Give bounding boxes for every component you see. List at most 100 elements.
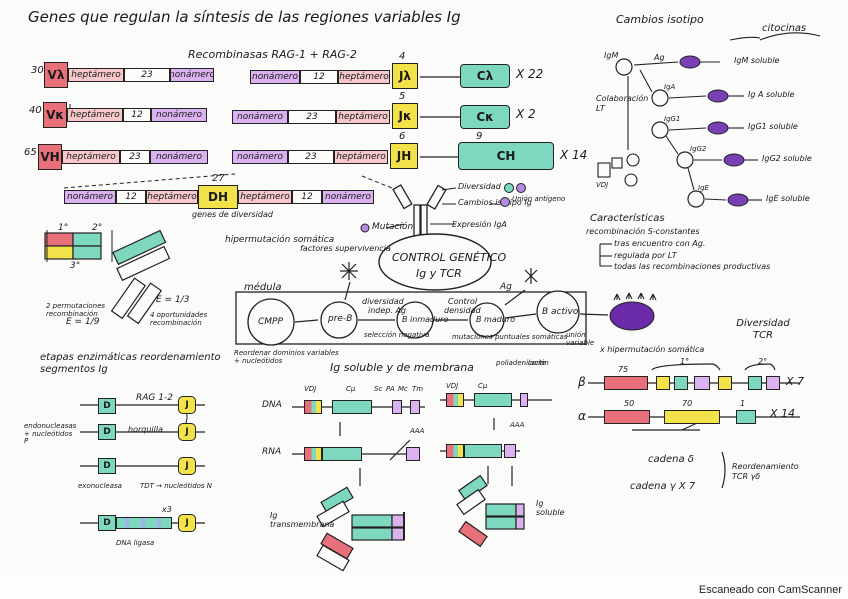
mc-exon [520, 393, 528, 407]
caracteristica-2: regulada por LT [614, 251, 677, 260]
nonamer-segment: nonámero [170, 68, 214, 82]
v-heavy-count: 65 [24, 147, 37, 158]
tcr-beta-label: β [578, 375, 586, 389]
medula-label: médula [244, 282, 282, 293]
ag-label: Ag [654, 53, 665, 62]
j-kappa-count: 5 [399, 91, 406, 102]
cu-label-2: Cμ [478, 382, 488, 390]
cu-label: Cμ [346, 385, 356, 393]
d-caption: genes de diversidad [192, 210, 273, 219]
ig-membrana-label: Ig transmembrana [270, 511, 335, 529]
spacer-segment: 12 [292, 190, 322, 204]
expresion-label: Expresión IgA [452, 220, 507, 229]
cambios-label: Cambios isotipo Ig [458, 198, 532, 207]
scanner-watermark: Escaneado con CamScanner [698, 584, 842, 596]
j-segment: J [178, 514, 196, 532]
heptamer-segment: heptámero [336, 110, 390, 124]
junction-segment [116, 517, 172, 529]
antigen-dot-icon [500, 197, 510, 207]
v-kappa-count: 40 [29, 105, 42, 116]
iga-soluble-label: Ig A soluble [748, 90, 795, 99]
d-heavy-segment: DH [198, 185, 238, 209]
tcr-beta-v [604, 376, 648, 390]
vdj-label-2: VDJ [446, 382, 459, 390]
d-segment: D [98, 458, 116, 474]
flow-diversidad: diversidad [362, 297, 404, 306]
b-inmaduro-label: B inmaduro [402, 315, 449, 324]
tcr-beta-j1 [674, 376, 688, 390]
c-heavy-count: 9 [476, 131, 483, 142]
corte-label: corte [528, 359, 547, 367]
c-kappa-segment: Cκ [460, 105, 510, 129]
permutaciones-label: 2 permutaciones recombinación [46, 302, 106, 318]
rna-label: RNA [262, 447, 282, 457]
tcr-1-label: 1 [740, 399, 746, 408]
dna-label: DNA [262, 400, 282, 410]
mc-rna-exon [504, 444, 516, 458]
factores-label: factores supervivencia [300, 244, 391, 253]
tcr-beta-d1 [656, 376, 670, 390]
nonamer-segment: nonámero [151, 108, 207, 122]
endonuclease-label: endonucleasas + nucleótidos P [24, 422, 77, 446]
b-maduro-label: B maduro [476, 315, 516, 324]
exon-3-label: 3° [70, 261, 81, 271]
vdj-rna-exon [304, 447, 322, 461]
spacer-segment: 12 [123, 108, 151, 122]
rag-label: RAG 1-2 [136, 393, 173, 403]
igg2-soluble-label: IgG2 soluble [762, 154, 812, 163]
tm-exon [410, 400, 420, 414]
flow-union: unión variable [566, 331, 595, 347]
c-lambda-segment: Cλ [460, 64, 510, 88]
tm-rna-exon [406, 447, 420, 461]
tcr-alpha-c [736, 410, 756, 424]
d-segment: D [98, 398, 116, 414]
notebook-sheet: Genes que regulan la síntesis de las reg… [24, 8, 821, 572]
tcr-alpha-v [604, 410, 650, 424]
c-heavy-segment: CH [458, 142, 554, 170]
flow-ag: Ag [500, 282, 512, 292]
spacer-segment: 23 [288, 150, 334, 164]
pre-b-cell-label: pre-B [328, 314, 353, 324]
spacer-segment: 12 [300, 70, 338, 84]
caracteristica-1: tras encuentro con Ag. [614, 239, 706, 248]
tcr-beta-d2 [718, 376, 732, 390]
horquilla-label: horquilla [128, 425, 163, 434]
control-line2: Ig y TCR [416, 267, 462, 280]
j-lambda-segment: Jλ [392, 63, 418, 89]
d-segment: D [98, 515, 116, 531]
tcr-alpha-label: α [578, 409, 586, 423]
vdj-lt-label: VDJ [596, 181, 609, 189]
caracteristicas-title: Características [590, 213, 665, 224]
nonamer-segment: nonámero [64, 190, 116, 204]
j-kappa-segment: Jκ [392, 103, 418, 129]
heptamer-segment: heptámero [67, 108, 123, 122]
tcr-reord-label: Reordenamiento TCR γδ [732, 462, 799, 481]
flow-indep: indep. Ag [368, 306, 407, 315]
mutacion-label: Mutación [372, 222, 414, 232]
nonamer-segment: nonámero [232, 110, 288, 124]
soluble-title: Ig soluble y de membrana [330, 361, 474, 374]
nonamer-segment: nonámero [250, 70, 300, 84]
tcr-2nd-label: 2° [758, 357, 768, 366]
flow-seleccion: selección negativa [364, 331, 430, 339]
nonamer-segment: nonámero [150, 150, 208, 164]
igg1-cell-label: IgG1 [664, 115, 681, 123]
isotipo-title: Cambios isotipo [616, 13, 704, 26]
j-segment: J [178, 396, 196, 414]
flow-densidad: densidad [444, 306, 481, 315]
recombinase-note: Recombinasas RAG-1 + RAG-2 [188, 48, 357, 61]
ig-soluble-label: Ig soluble [536, 499, 565, 517]
chromosome-2-label: X 2 [516, 107, 536, 121]
page-title: Genes que regulan la síntesis de las reg… [28, 8, 461, 26]
vdj-exon [304, 400, 322, 414]
chromosome-22-label: X 22 [516, 67, 544, 81]
igm-label: IgM [604, 51, 619, 60]
tcr-delta-label: cadena δ [648, 454, 694, 465]
ige-cell-label: IgE [698, 184, 709, 192]
igg1-soluble-label: IgG1 soluble [748, 122, 798, 131]
v-heavy-segment: VH [38, 144, 62, 170]
heptamer-segment: heptámero [334, 150, 388, 164]
spacer-segment: 23 [124, 68, 170, 82]
poliadenilacion-label: poliadenilación [496, 359, 549, 367]
